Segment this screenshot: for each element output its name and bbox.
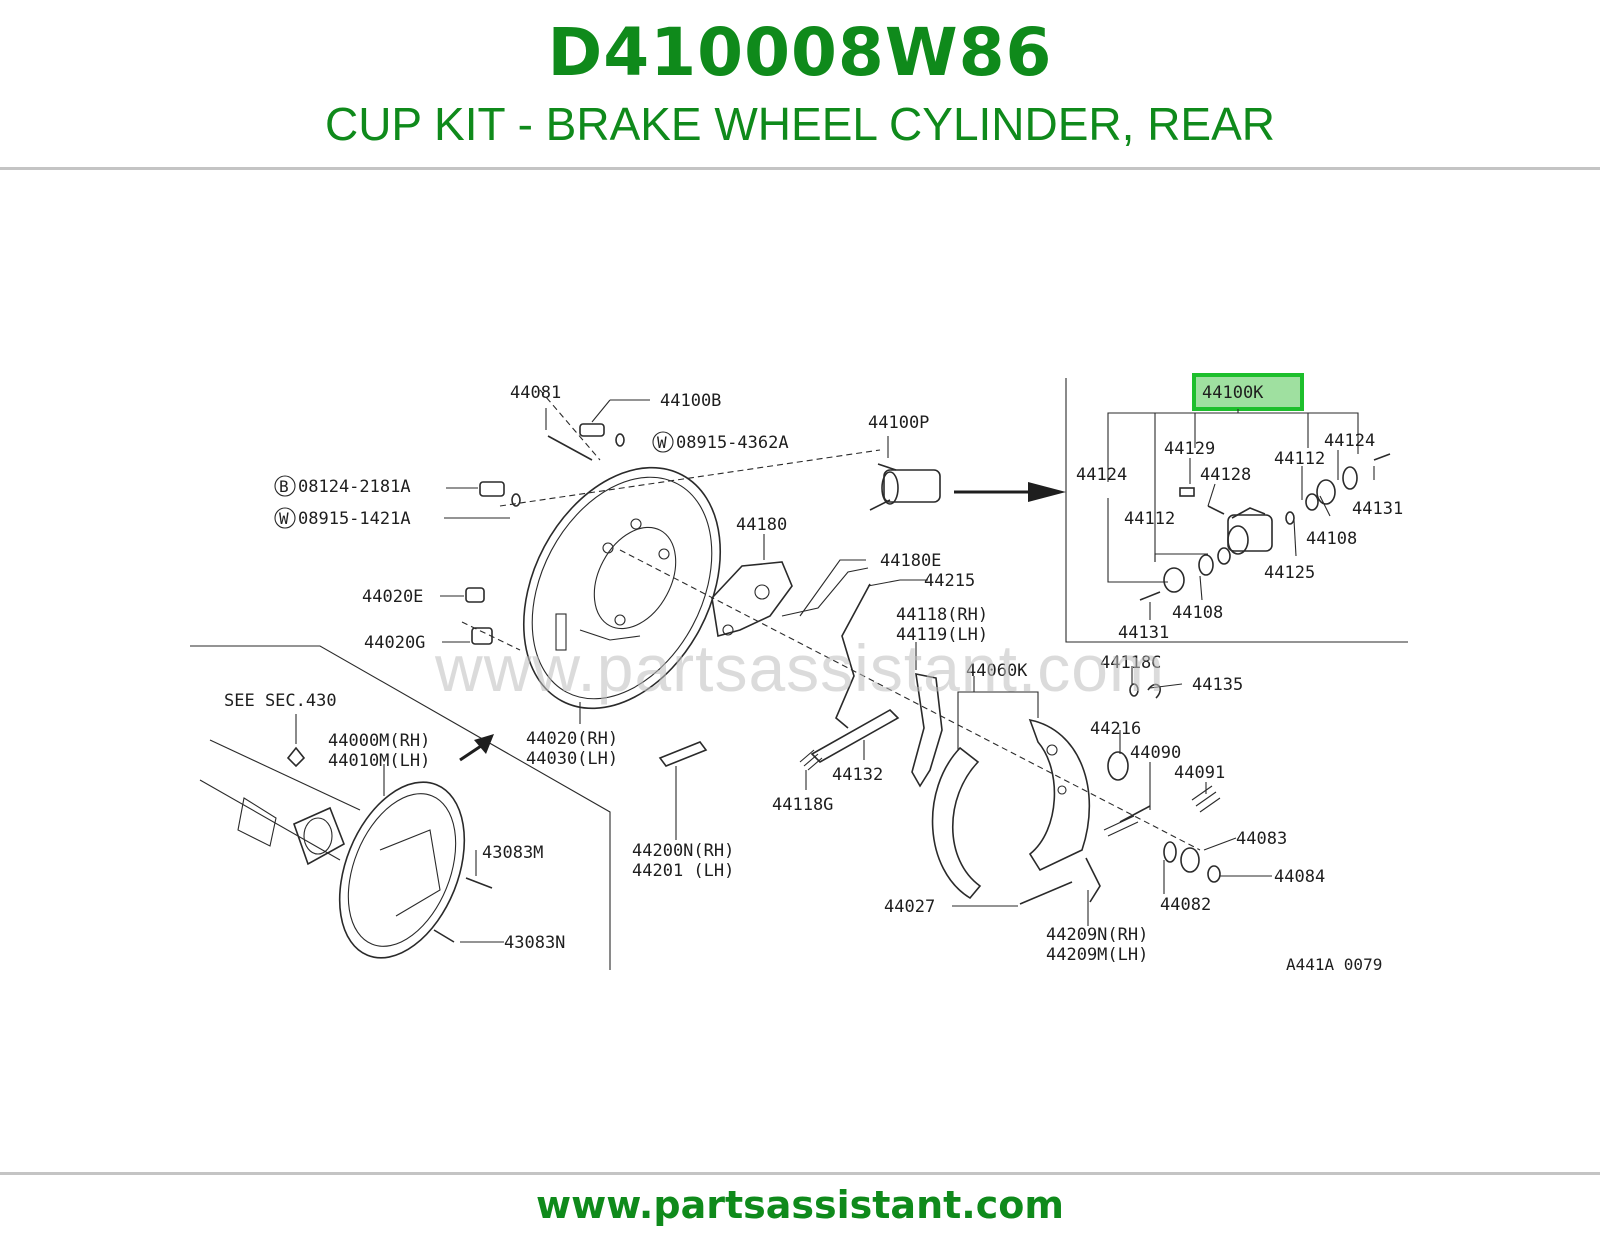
highlight-label[interactable]: 44100K bbox=[1202, 383, 1264, 403]
spring-44215 bbox=[835, 583, 871, 729]
label-44125: 44125 bbox=[1264, 563, 1315, 583]
label-43083M: 43083M bbox=[482, 843, 543, 863]
wheel-cylinder-44100P bbox=[869, 463, 941, 511]
label-44119LH: 44119(LH) bbox=[896, 625, 988, 645]
label-44082: 44082 bbox=[1160, 895, 1211, 915]
label-44108-right: 44108 bbox=[1306, 529, 1357, 549]
label-44100P: 44100P bbox=[868, 413, 929, 433]
label-44020E: 44020E bbox=[362, 587, 423, 607]
label-44090: 44090 bbox=[1130, 743, 1181, 763]
label-44091: 44091 bbox=[1174, 763, 1225, 783]
label-44216: 44216 bbox=[1090, 719, 1141, 739]
label-44081: 44081 bbox=[510, 383, 561, 403]
svg-text:B: B bbox=[279, 477, 289, 496]
axle-drum-assembly bbox=[199, 734, 494, 959]
centerline-upper bbox=[499, 449, 881, 507]
label-44083: 44083 bbox=[1236, 829, 1287, 849]
label-44118G: 44118G bbox=[772, 795, 833, 815]
part-number-title: D410008W86 bbox=[547, 14, 1053, 91]
backing-plate bbox=[522, 466, 722, 710]
label-44108-left: 44108 bbox=[1172, 603, 1223, 623]
label-44200N: 44200N(RH) bbox=[632, 841, 734, 861]
label-44124-right: 44124 bbox=[1324, 431, 1375, 451]
label-44060K: 44060K bbox=[966, 661, 1028, 681]
spring-44118G bbox=[799, 749, 823, 771]
footer-url-link[interactable]: www.partsassistant.com bbox=[536, 1183, 1064, 1227]
label-44118RH: 44118(RH) bbox=[896, 605, 988, 625]
centerline-bolt bbox=[539, 389, 601, 461]
label-08124-2181A: 08124-2181A bbox=[298, 477, 411, 497]
label-44020RH: 44020(RH) bbox=[526, 729, 618, 749]
label-44020G: 44020G bbox=[364, 633, 425, 653]
label-44027: 44027 bbox=[884, 897, 935, 917]
label-44209M: 44209M(LH) bbox=[1046, 945, 1148, 965]
label-44129: 44129 bbox=[1164, 439, 1215, 459]
pin-44200N bbox=[658, 741, 708, 767]
diagram-code: A441A 0079 bbox=[1286, 955, 1382, 974]
label-44132: 44132 bbox=[832, 765, 883, 785]
part-description: CUP KIT - BRAKE WHEEL CYLINDER, REAR bbox=[324, 98, 1276, 150]
diagram-background bbox=[180, 340, 1420, 1000]
leader-lines bbox=[295, 399, 1375, 943]
brake-shoes bbox=[931, 718, 1091, 900]
footer-divider bbox=[0, 1172, 1600, 1175]
brake-exploded-view: 44100K bbox=[180, 340, 1420, 1000]
label-44112-top: 44112 bbox=[1274, 449, 1325, 469]
header: D410008W86 CUP KIT - BRAKE WHEEL CYLINDE… bbox=[0, 0, 1600, 170]
label-44118C: 44118C bbox=[1100, 653, 1161, 673]
label-44180E: 44180E bbox=[880, 551, 941, 571]
label-44135: 44135 bbox=[1192, 675, 1243, 695]
label-44124-left: 44124 bbox=[1076, 465, 1127, 485]
lever-44118 bbox=[911, 672, 943, 788]
centerline-clips bbox=[461, 621, 521, 651]
label-44131-right: 44131 bbox=[1352, 499, 1403, 519]
label-44201: 44201 (LH) bbox=[632, 861, 734, 881]
header-divider bbox=[0, 167, 1600, 170]
label-44215: 44215 bbox=[924, 571, 975, 591]
label-44084: 44084 bbox=[1274, 867, 1325, 887]
label-44010M: 44010M(LH) bbox=[328, 751, 430, 771]
label-43083N: 43083N bbox=[504, 933, 565, 953]
arrow-to-inset bbox=[954, 482, 1066, 502]
circled-prefixes: W B W bbox=[274, 431, 674, 529]
axle-section-boundary bbox=[190, 645, 611, 970]
label-44112-left: 44112 bbox=[1124, 509, 1175, 529]
inset-frame bbox=[1065, 378, 1408, 643]
label-see-sec-430: SEE SEC.430 bbox=[224, 691, 337, 711]
svg-text:W: W bbox=[657, 433, 667, 452]
label-44000M: 44000M(RH) bbox=[328, 731, 430, 751]
strut-44132 bbox=[810, 709, 900, 763]
label-44209N: 44209N(RH) bbox=[1046, 925, 1148, 945]
label-44128: 44128 bbox=[1200, 465, 1251, 485]
kit-bracket bbox=[1107, 409, 1359, 583]
bolts-top-left bbox=[465, 423, 625, 645]
highlight-box-44100K[interactable] bbox=[1192, 373, 1304, 411]
part-labels: 44081 44100B 08915-4362A 44100P 08124-21… bbox=[224, 383, 1403, 974]
svg-text:W: W bbox=[279, 509, 289, 528]
spring-44180E bbox=[781, 567, 869, 617]
label-08915-1421A: 08915-1421A bbox=[298, 509, 411, 529]
parts-diagram: 44100K bbox=[0, 330, 1600, 1030]
centerline-main bbox=[619, 549, 1201, 851]
label-44100B: 44100B bbox=[660, 391, 721, 411]
label-44030LH: 44030(LH) bbox=[526, 749, 618, 769]
label-08915-4362A: 08915-4362A bbox=[676, 433, 789, 453]
wheel-cylinder-inset bbox=[1139, 453, 1391, 601]
label-44131-left: 44131 bbox=[1118, 623, 1169, 643]
label-44180: 44180 bbox=[736, 515, 787, 535]
lever-44180 bbox=[711, 561, 793, 638]
